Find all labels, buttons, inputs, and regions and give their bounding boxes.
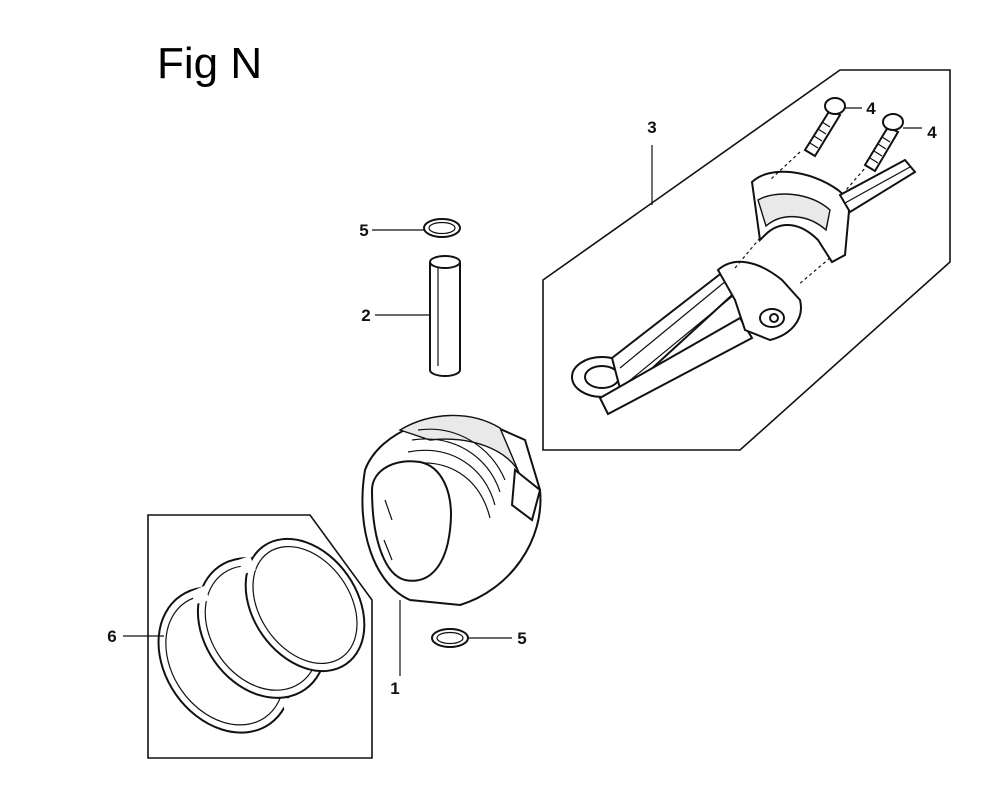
figure-title: Fig N xyxy=(157,39,263,88)
rod-bolt-left xyxy=(803,97,846,158)
piston-pin xyxy=(429,255,461,377)
callout-labels: 1 2 3 4 4 5 5 6 xyxy=(107,99,937,698)
callout-6: 6 xyxy=(107,627,116,646)
callout-1: 1 xyxy=(390,679,399,698)
rod-bolt-right xyxy=(863,113,904,173)
circlip-bottom xyxy=(431,628,469,648)
callout-3: 3 xyxy=(647,118,656,137)
connecting-rod xyxy=(571,151,917,416)
callout-5-top: 5 xyxy=(359,221,368,240)
piston-ring-set xyxy=(157,537,366,734)
piston-ring-group-box xyxy=(147,514,373,759)
connecting-rod-group-box xyxy=(542,69,951,451)
callout-4-right: 4 xyxy=(927,123,937,142)
leader-lines xyxy=(123,107,922,676)
circlip-top xyxy=(423,218,461,238)
callout-2: 2 xyxy=(361,306,370,325)
piston xyxy=(361,414,542,607)
callout-4-left: 4 xyxy=(866,99,876,118)
callout-5-bottom: 5 xyxy=(517,629,526,648)
